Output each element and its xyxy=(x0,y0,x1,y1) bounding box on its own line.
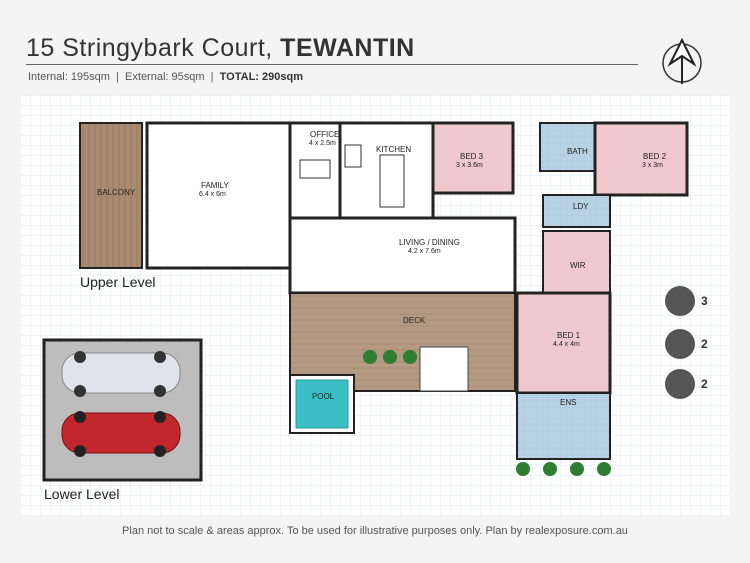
ensuite xyxy=(516,392,611,460)
plant-icons xyxy=(363,350,611,476)
total-value: 290sqm xyxy=(262,71,304,83)
walk-in-robe xyxy=(542,230,611,294)
bed2-size: 3 x 3m xyxy=(642,162,664,169)
living-size: 4.2 x 7.6m xyxy=(408,248,441,255)
family-size: 6.4 x 6m xyxy=(199,191,226,198)
legend-bedrooms: 3 xyxy=(665,286,730,316)
bedroom-3 xyxy=(431,121,515,195)
deck-label: DECK xyxy=(403,316,426,325)
bedroom-2 xyxy=(593,121,689,197)
carspace-count: 2 xyxy=(701,377,708,391)
internal-value: 195sqm xyxy=(70,71,110,83)
bedroom-count: 3 xyxy=(701,294,708,308)
legend-bathrooms: 2 xyxy=(665,329,730,359)
car-icon xyxy=(665,369,695,399)
bed3-label: BED 3 xyxy=(460,152,484,161)
living-dining-room xyxy=(288,216,517,295)
deck-stairs xyxy=(419,346,469,392)
office-desk xyxy=(299,159,331,179)
kitchen-island xyxy=(379,154,405,208)
living-label: LIVING / DINING xyxy=(399,238,460,247)
bed-icon xyxy=(665,286,695,316)
external-label: External: xyxy=(125,71,169,83)
title-suburb: TEWANTIN xyxy=(280,34,415,62)
pool-water xyxy=(295,379,349,429)
disclaimer-text: Plan not to scale & areas approx. To be … xyxy=(122,525,628,537)
bed3-size: 3 x 3.6m xyxy=(456,162,483,169)
legend-carspaces: 2 xyxy=(665,369,730,399)
office-label: OFFICE xyxy=(310,130,340,139)
pool-label: POOL xyxy=(312,392,335,401)
title-address: 15 Stringybark Court, xyxy=(26,34,273,62)
bed1-size: 4.4 x 4m xyxy=(553,341,580,348)
bathroom-count: 2 xyxy=(701,337,708,351)
office-size: 4 x 2.5m xyxy=(309,140,336,147)
family-label: FAMILY xyxy=(201,181,229,190)
bedroom-1 xyxy=(515,291,612,395)
external-value: 95sqm xyxy=(171,71,205,83)
bed1-label: BED 1 xyxy=(557,331,581,340)
total-label: TOTAL: xyxy=(219,71,259,83)
balcony-area xyxy=(79,122,143,269)
floor-plan-drawing xyxy=(20,95,730,515)
upper-level-label: Upper Level xyxy=(80,274,156,290)
kitchen-label: KITCHEN xyxy=(376,145,412,154)
laundry-room xyxy=(542,194,611,228)
wir-label: WIR xyxy=(570,261,586,270)
kitchen-cooktop xyxy=(344,144,362,168)
balcony-label: BALCONY xyxy=(97,188,136,197)
bath-icon xyxy=(665,329,695,359)
ldy-label: LDY xyxy=(573,202,589,211)
bath-label: BATH xyxy=(567,147,588,156)
ens-label: ENS xyxy=(560,398,577,407)
deck-area xyxy=(289,292,516,392)
area-summary: Internal: 195sqm | External: 95sqm | TOT… xyxy=(28,71,304,83)
north-compass-icon xyxy=(662,38,702,84)
bathroom xyxy=(539,122,596,172)
internal-label: Internal: xyxy=(28,71,68,83)
red-car-icon xyxy=(61,411,181,457)
lower-level-label: Lower Level xyxy=(44,486,120,502)
page-title: 15 Stringybark Court, TEWANTIN xyxy=(26,34,415,63)
bed2-label: BED 2 xyxy=(643,152,667,161)
title-rule xyxy=(26,64,638,65)
silver-car-icon xyxy=(61,351,181,397)
